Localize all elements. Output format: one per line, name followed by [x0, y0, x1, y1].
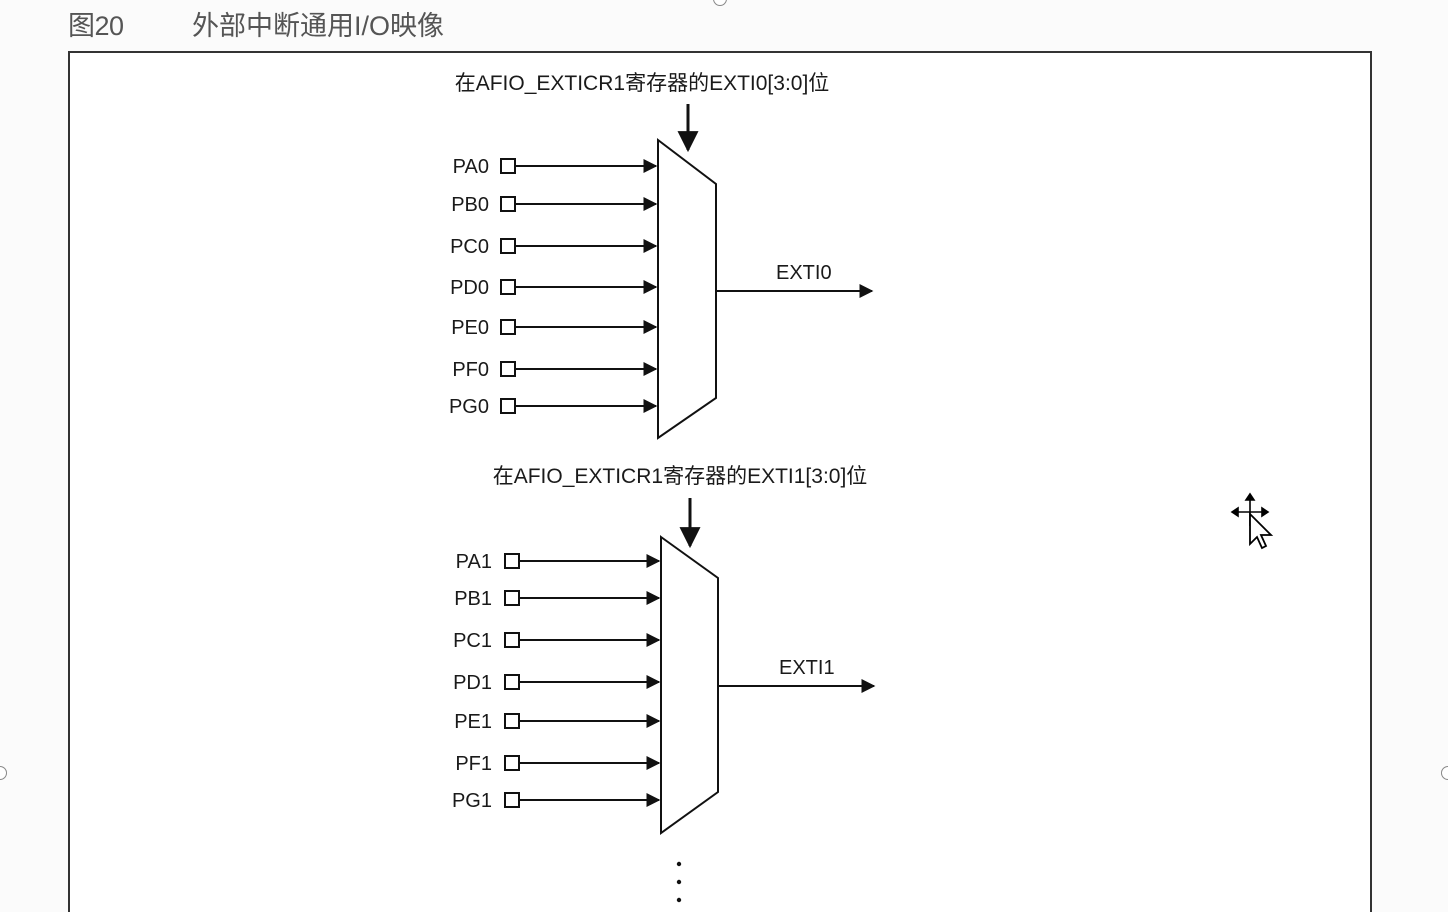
input-label-pg0: PG0	[449, 396, 489, 418]
input-label-pd1: PD1	[453, 672, 492, 694]
input-label-pe0: PE0	[451, 317, 489, 339]
pin-box-pg0	[500, 398, 516, 414]
input-label-pa1: PA1	[456, 551, 492, 573]
diagram-frame	[68, 51, 1372, 912]
mux-exti1-control-label: 在AFIO_EXTICR1寄存器的EXTI1[3:0]位	[493, 465, 868, 488]
input-label-pe1: PE1	[454, 711, 492, 733]
pin-box-pc0	[500, 238, 516, 254]
input-label-pf1: PF1	[455, 753, 492, 775]
pin-box-pg1	[504, 792, 520, 808]
mux-exti0-control-label: 在AFIO_EXTICR1寄存器的EXTI0[3:0]位	[455, 72, 830, 95]
pin-box-pf0	[500, 361, 516, 377]
input-label-pa0: PA0	[453, 156, 489, 178]
mux-exti1: 在AFIO_EXTICR1寄存器的EXTI1[3:0]位 PA1PB1PC1PD…	[452, 465, 876, 835]
move-cursor-icon	[1230, 492, 1274, 550]
resize-handle-right[interactable]	[1441, 766, 1448, 780]
input-label-pd0: PD0	[450, 277, 489, 299]
input-label-pb1: PB1	[454, 588, 492, 610]
pin-box-pc1	[504, 632, 520, 648]
figure-label: 图20	[68, 11, 124, 41]
pin-box-pe1	[504, 713, 520, 729]
mux-exti0-body	[657, 137, 717, 440]
pin-box-pa0	[500, 158, 516, 174]
input-label-pc0: PC0	[450, 236, 489, 258]
pin-box-pb1	[504, 590, 520, 606]
input-label-pb0: PB0	[451, 194, 489, 216]
pin-box-pa1	[504, 553, 520, 569]
pin-box-pf1	[504, 755, 520, 771]
input-label-pc1: PC1	[453, 630, 492, 652]
pin-box-pd1	[504, 674, 520, 690]
input-label-pf0: PF0	[452, 359, 489, 381]
mux-exti1-body	[660, 535, 719, 835]
input-label-pg1: PG1	[452, 790, 492, 812]
mux-exti1-output-label: EXTI1	[779, 657, 835, 679]
figure-title: 外部中断通用I/O映像	[192, 11, 445, 41]
mux-exti0-output-label: EXTI0	[776, 262, 832, 284]
continuation-dots	[676, 861, 682, 903]
pin-box-pd0	[500, 279, 516, 295]
mux-exti0: 在AFIO_EXTICR1寄存器的EXTI0[3:0]位 PA0PB0PC0PD…	[449, 72, 874, 440]
pin-box-pb0	[500, 196, 516, 212]
pin-box-pe0	[500, 319, 516, 335]
